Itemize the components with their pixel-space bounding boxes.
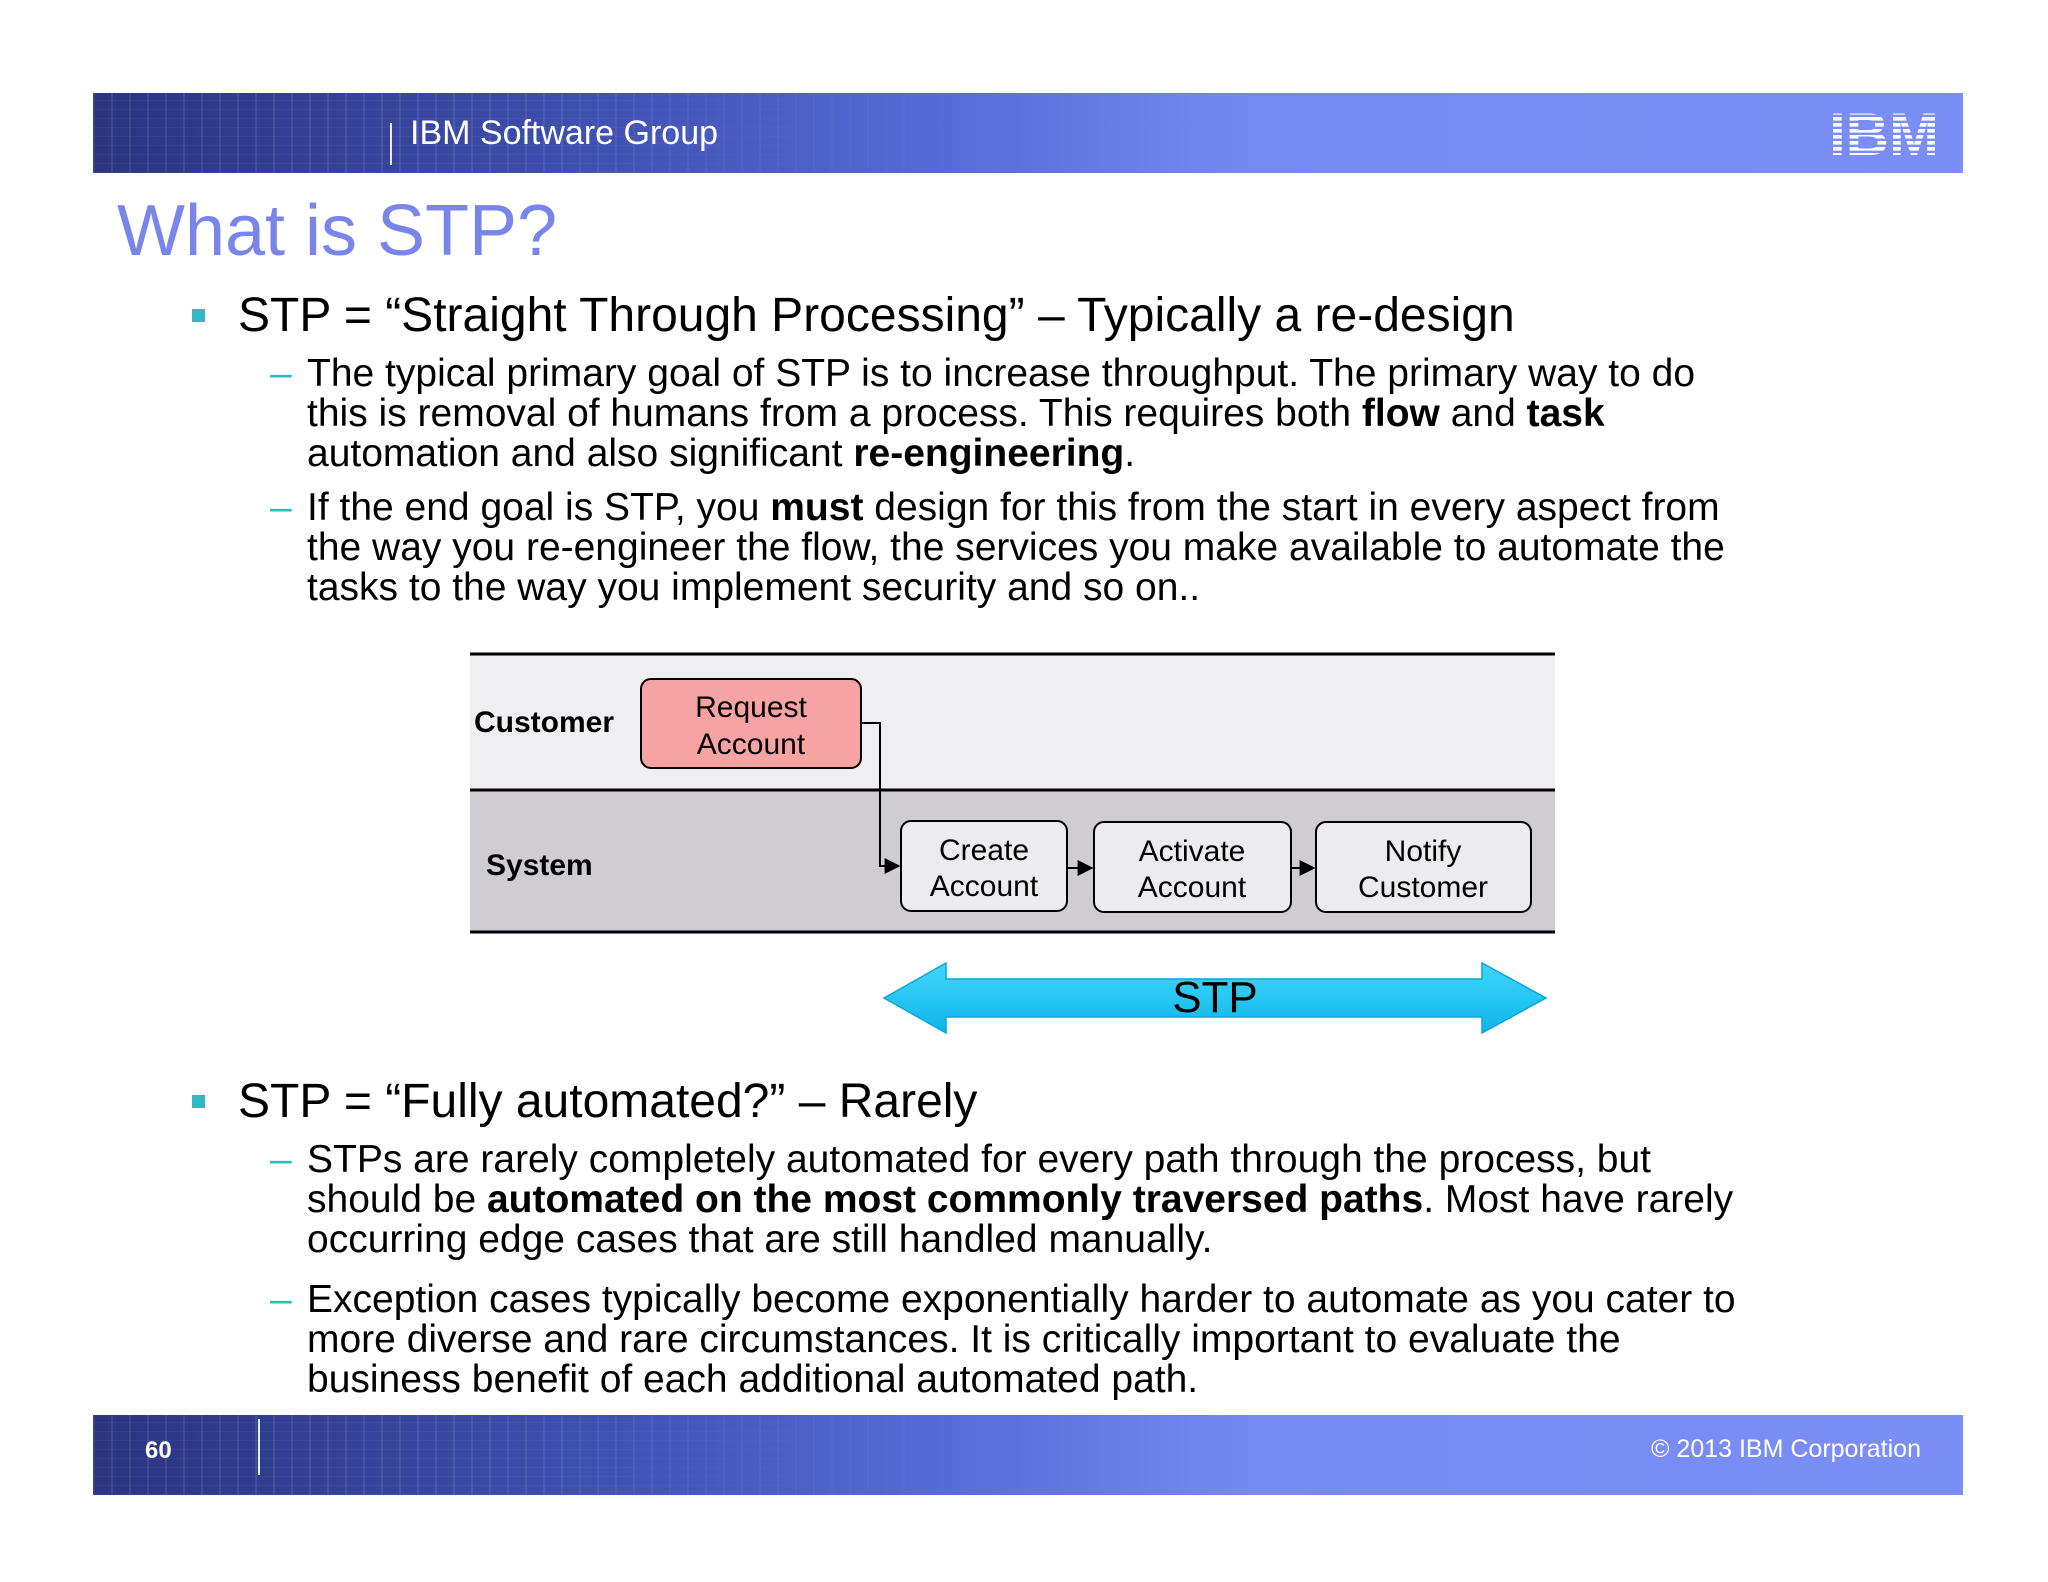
bold-text: automated on the most commonly traversed… (486, 1178, 1424, 1221)
sub-line: this is removal of humans from a process… (307, 394, 1837, 434)
notify-customer-label-2: Customer (1358, 871, 1488, 904)
request-account-box (640, 678, 862, 769)
bullet-marker (192, 309, 205, 322)
stp-arrow-label: STP (1172, 973, 1258, 1022)
footer-band: 60 © 2013 IBM Corporation (93, 1415, 1963, 1495)
create-account-label-2: Account (930, 870, 1039, 903)
sub-line: business benefit of each additional auto… (307, 1360, 1837, 1400)
copyright: © 2013 IBM Corporation (1651, 1435, 1921, 1463)
bullet-1-heading: STP = “Straight Through Processing” – Ty… (238, 289, 1515, 342)
bold-text: re-engineering (853, 432, 1125, 475)
text-run: STPs are rarely completely automated for… (307, 1138, 1652, 1181)
lane-label-system: System (486, 849, 593, 882)
stp-double-arrow (882, 961, 1548, 1035)
sub-line: If the end goal is STP, you must design … (307, 488, 1837, 528)
sub-dash: – (270, 352, 292, 395)
sub-dash: – (270, 1138, 292, 1181)
text-run: Exception cases typically become exponen… (307, 1278, 1736, 1321)
request-account-label-2: Account (697, 728, 806, 761)
sub-body: The typical primary goal of STP is to in… (307, 354, 1837, 474)
activate-account-label-1: Activate (1139, 835, 1246, 868)
footer-divider (258, 1419, 260, 1475)
bullet-marker (192, 1095, 205, 1108)
text-run: design for this from the start in every … (863, 486, 1720, 529)
sub-line: STPs are rarely completely automated for… (307, 1140, 1837, 1180)
header-texture (93, 93, 993, 173)
text-run: this is removal of humans from a process… (307, 392, 1362, 435)
text-run: business benefit of each additional auto… (307, 1358, 1199, 1401)
sub-body: If the end goal is STP, you must design … (307, 488, 1837, 608)
activate-account-box (1093, 821, 1292, 913)
customer-lane (470, 654, 1555, 790)
sub-dash: – (270, 1278, 292, 1321)
bold-text: flow (1361, 392, 1440, 435)
header-divider (390, 123, 392, 165)
header-band: IBM Software Group IBM (93, 93, 1963, 173)
bold-text: task (1526, 392, 1605, 435)
sub-line: the way you re-engineer the flow, the se… (307, 528, 1837, 568)
text-run: . (1124, 432, 1136, 475)
sub-dash: – (270, 486, 292, 529)
sub-line: occurring edge cases that are still hand… (307, 1220, 1837, 1260)
create-account-label-1: Create (939, 834, 1029, 867)
notify-customer-label-1: Notify (1385, 835, 1462, 868)
ibm-logo-text: IBM (1829, 105, 1939, 159)
connector-request-create (861, 722, 901, 874)
page-number: 60 (145, 1437, 172, 1464)
create-account-box (900, 820, 1068, 912)
sub-line: tasks to the way you implement security … (307, 568, 1837, 608)
ibm-logo-icon: IBM (1829, 105, 1939, 159)
lane-label-customer: Customer (474, 706, 614, 739)
sub-line: more diverse and rare circumstances. It … (307, 1320, 1837, 1360)
text-run: tasks to the way you implement security … (307, 566, 1201, 609)
sub-body: Exception cases typically become exponen… (307, 1280, 1837, 1400)
text-run: automation and also significant (307, 432, 854, 475)
sub-line: Exception cases typically become exponen… (307, 1280, 1837, 1320)
bold-text: must (770, 486, 864, 529)
bullet-2-heading: STP = “Fully automated?” – Rarely (238, 1075, 978, 1128)
text-run: the way you re-engineer the flow, the se… (307, 526, 1725, 569)
activate-account-label-2: Account (1138, 871, 1247, 904)
text-run: occurring edge cases that are still hand… (307, 1218, 1213, 1261)
request-account-label-1: Request (695, 691, 807, 724)
system-lane (470, 790, 1555, 932)
page-title: What is STP? (117, 191, 558, 271)
text-run: If the end goal is STP, you (307, 486, 771, 529)
text-run: more diverse and rare circumstances. It … (307, 1318, 1621, 1361)
sub-line: automation and also significant re-engin… (307, 434, 1837, 474)
sub-line: should be automated on the most commonly… (307, 1180, 1837, 1220)
notify-customer-box (1315, 821, 1532, 913)
group-label: IBM Software Group (410, 114, 719, 152)
text-run: and (1439, 392, 1527, 435)
text-run: should be (307, 1178, 487, 1221)
sub-line: The typical primary goal of STP is to in… (307, 354, 1837, 394)
footer-texture (93, 1415, 993, 1495)
text-run: The typical primary goal of STP is to in… (307, 352, 1696, 395)
sub-body: STPs are rarely completely automated for… (307, 1140, 1837, 1260)
text-run: . Most have rarely (1423, 1178, 1734, 1221)
